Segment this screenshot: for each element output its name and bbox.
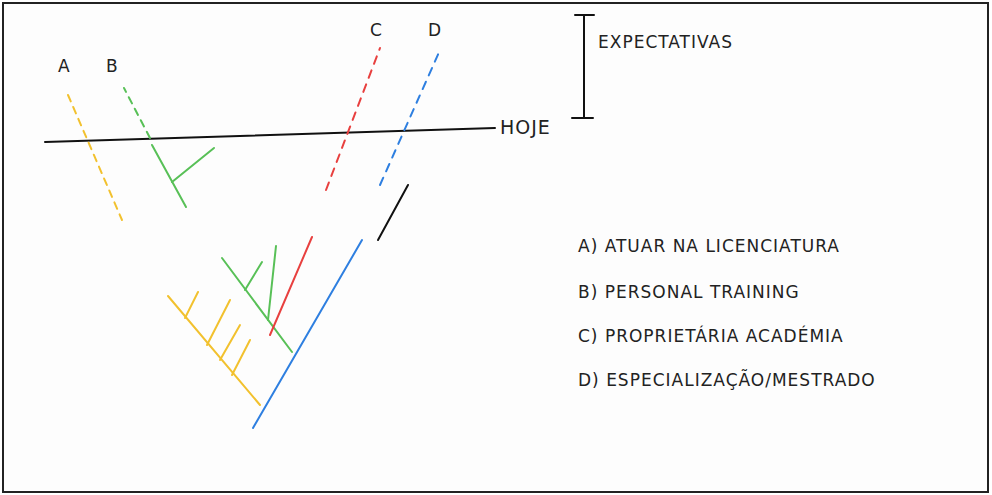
black-branch [378, 185, 408, 240]
branch-letter: B [106, 56, 119, 76]
blue-branches [253, 50, 440, 428]
legend-text: A) ATUAR NA LICENCIATURA [578, 236, 840, 256]
axis-label: HOJE [500, 116, 551, 139]
yellow-branches [68, 95, 260, 405]
axis-label: EXPECTATIVAS [598, 32, 733, 52]
legend-text: C) PROPRIETÁRIA ACADÉMIA [578, 326, 844, 346]
green-branches [124, 88, 292, 352]
legend-text: B) PERSONAL TRAINING [578, 282, 800, 302]
bracket [572, 15, 594, 118]
today-line [45, 128, 495, 142]
branch-letter: C [370, 20, 383, 40]
frame [3, 3, 988, 492]
branch-letter: A [58, 56, 71, 76]
branch-letter: D [428, 20, 442, 40]
legend-text: D) ESPECIALIZAÇÃO/MESTRADO [578, 370, 876, 390]
red-branches [270, 48, 380, 335]
